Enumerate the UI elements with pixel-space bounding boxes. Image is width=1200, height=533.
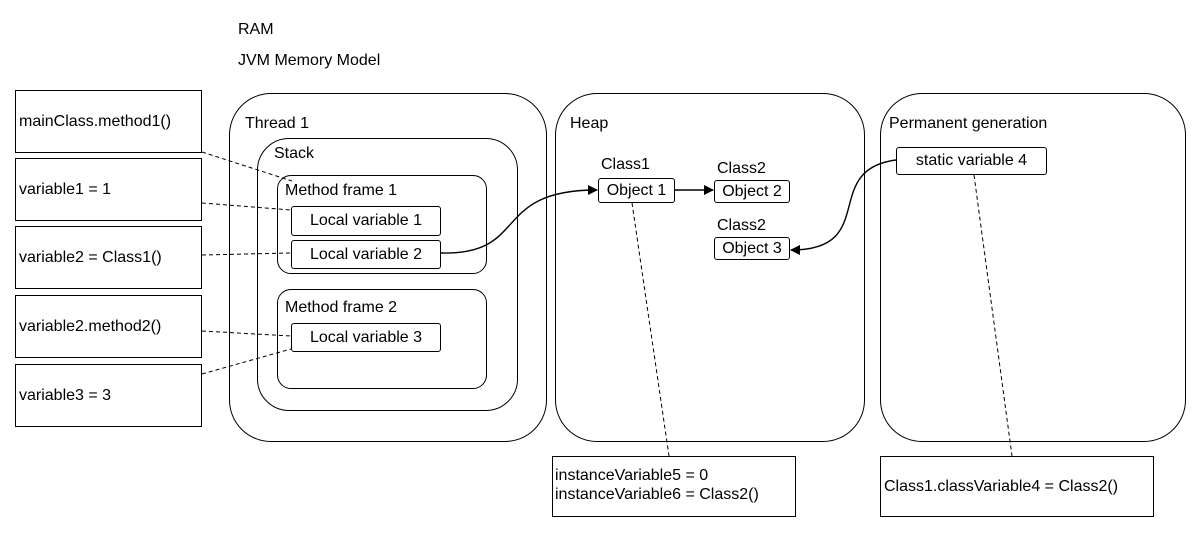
heap-label: Heap: [570, 115, 609, 132]
code-line-text: variable1 = 1: [19, 180, 112, 198]
dashed-link-object1-instance-vars: [631, 202, 670, 457]
object-3-label: Object 3: [722, 239, 782, 257]
local-variable-3-label: Local variable 3: [309, 328, 423, 346]
dashed-link-method2-local3: [201, 330, 292, 337]
method-frame-1: [277, 175, 487, 274]
class-variable-4-label: Class1.classVariable4 = Class2(): [884, 477, 1119, 495]
code-line-text: mainClass.method1(): [19, 112, 172, 130]
method-frame-1-label: Method frame 1: [285, 182, 398, 199]
local-variable-3: Local variable 3: [291, 323, 441, 352]
class2-label-a: Class2: [717, 160, 766, 177]
object-2-label: Object 2: [722, 182, 782, 200]
class2-label-b: Class2: [717, 217, 766, 234]
instance-variables-box: instanceVariable5 = 0 instanceVariable6 …: [552, 456, 796, 517]
code-line-method1: mainClass.method1(): [15, 90, 202, 153]
code-line-variable1: variable1 = 1: [15, 158, 202, 221]
dashed-link-variable3-local3: [201, 348, 292, 375]
code-line-method2: variable2.method2(): [15, 295, 202, 358]
object-1: Object 1: [598, 178, 675, 203]
thread-label: Thread 1: [245, 115, 310, 132]
code-line-variable3: variable3 = 3: [15, 364, 202, 427]
thread-container: [229, 93, 547, 442]
dashed-link-static4-class-var: [973, 174, 1013, 457]
diagram-title: JVM Memory Model: [238, 52, 381, 69]
class1-label: Class1: [601, 156, 650, 173]
local-variable-2: Local variable 2: [291, 240, 441, 269]
permgen-container: [880, 93, 1186, 442]
stack-container: [257, 138, 518, 411]
heap-container: [555, 93, 865, 442]
dashed-link-method1-frame1: [201, 151, 293, 182]
dashed-link-variable1-local1: [201, 202, 292, 211]
static-variable-4-label: static variable 4: [915, 152, 1028, 169]
code-line-variable2: variable2 = Class1(): [15, 226, 202, 289]
class-variable-box: Class1.classVariable4 = Class2(): [880, 456, 1154, 517]
method-frame-2-label: Method frame 2: [285, 299, 398, 316]
code-line-text: variable2.method2(): [19, 317, 162, 335]
object-2: Object 2: [714, 180, 790, 203]
arrow-static4-to-object3: [790, 159, 897, 255]
static-variable-4: static variable 4: [896, 147, 1047, 175]
local-variable-2-label: Local variable 2: [309, 245, 423, 263]
instance-variable-5: instanceVariable5 = 0: [555, 467, 709, 484]
code-line-text: variable3 = 3: [19, 386, 112, 404]
code-line-text: variable2 = Class1(): [19, 248, 162, 266]
object-1-label: Object 1: [606, 181, 667, 199]
object-3: Object 3: [714, 237, 790, 260]
arrow-local2-to-object1: [440, 185, 598, 254]
method-frame-2: [277, 289, 487, 389]
instance-variable-6: instanceVariable6 = Class2(): [555, 486, 759, 503]
local-variable-1: Local variable 1: [291, 206, 441, 236]
ram-title: RAM: [238, 21, 274, 38]
permgen-label: Permanent generation: [889, 115, 1048, 132]
dashed-link-variable2-local2: [201, 252, 292, 256]
local-variable-1-label: Local variable 1: [309, 212, 423, 229]
stack-label: Stack: [274, 145, 315, 162]
